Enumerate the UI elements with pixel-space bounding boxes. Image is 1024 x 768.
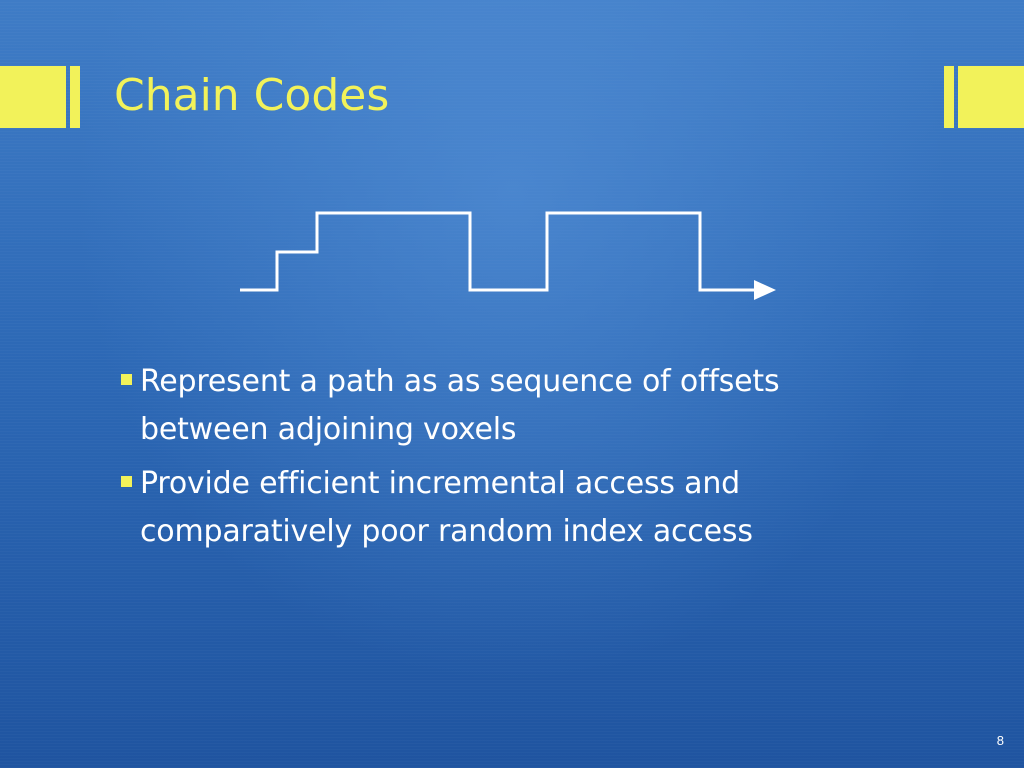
bullet-text: Provide efficient incremental access and… <box>140 466 753 549</box>
square-bullet-icon <box>121 476 132 487</box>
arrow-right-icon <box>754 280 776 300</box>
chain-code-path-line <box>240 211 760 292</box>
title-accent-right-block <box>958 66 1024 128</box>
page-number: 8 <box>996 733 1004 748</box>
bullet-item: Provide efficient incremental access and… <box>118 460 878 556</box>
square-bullet-icon <box>121 374 132 385</box>
bullet-item: Represent a path as as sequence of offse… <box>118 358 878 454</box>
bullet-text: Represent a path as as sequence of offse… <box>140 364 780 447</box>
slide-title: Chain Codes <box>114 70 390 121</box>
bullet-list: Represent a path as as sequence of offse… <box>118 358 878 562</box>
chain-code-path-diagram <box>240 211 776 300</box>
title-accent-right-bar <box>944 66 954 128</box>
title-accent-left-block <box>0 66 66 128</box>
title-accent-left-bar <box>70 66 80 128</box>
